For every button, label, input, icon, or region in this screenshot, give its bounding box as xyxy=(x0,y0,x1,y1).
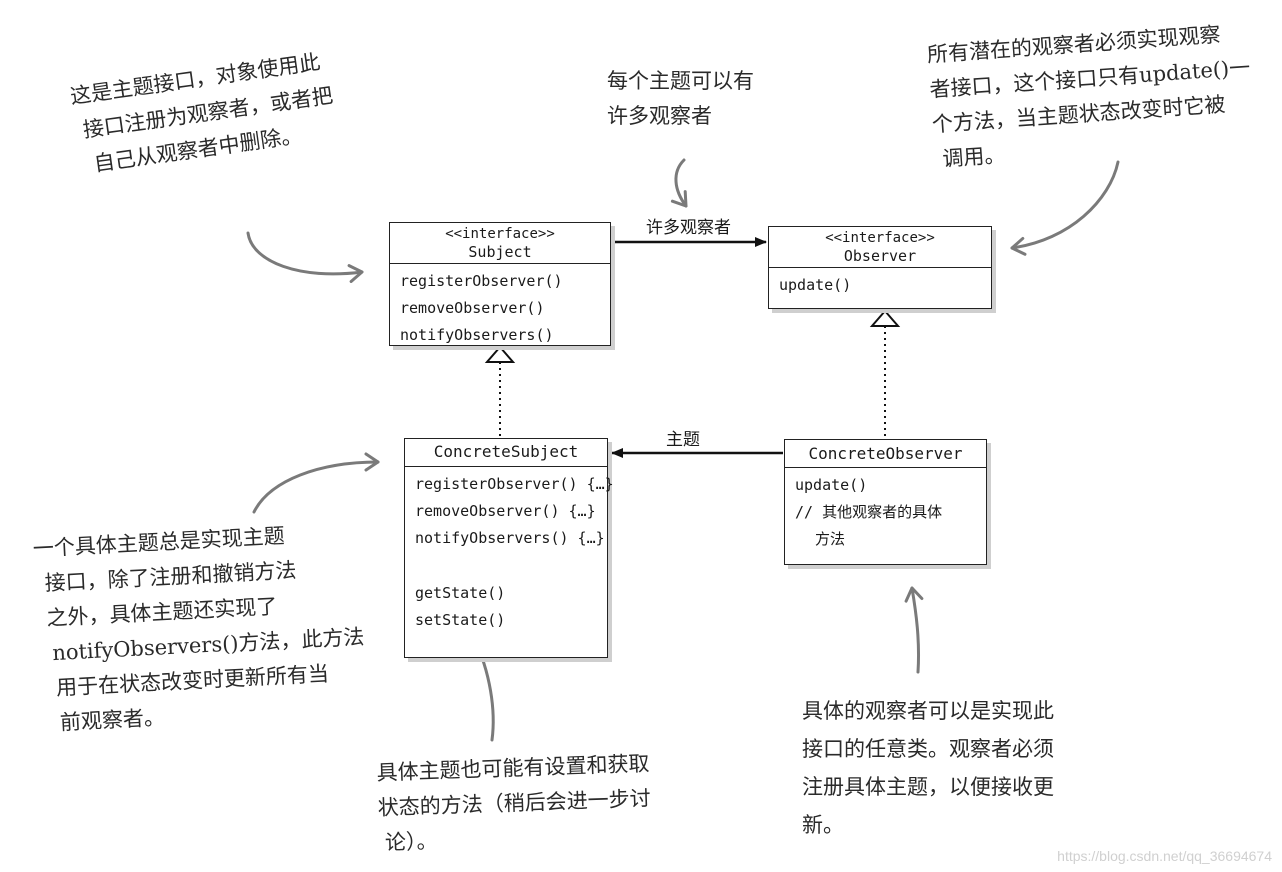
note-line: 许多观察者 xyxy=(607,104,712,128)
note-many-observers: 每个主题可以有 许多观察者 xyxy=(607,64,754,134)
concrete-observer-methods: update() // 其他观察者的具体 方法 xyxy=(785,468,986,557)
concrete-subject-method: notifyObservers() {…} xyxy=(415,529,605,547)
label-subject: 主题 xyxy=(666,430,700,450)
concrete-subject-method: registerObserver() {…} xyxy=(415,475,614,493)
subject-method: registerObserver() xyxy=(400,272,563,290)
pointer-arrow-many-note xyxy=(670,158,688,208)
note-line: 新。 xyxy=(802,813,844,837)
concrete-observer-class-name: ConcreteObserver xyxy=(808,444,963,463)
concrete-observer-comment: // 其他观察者的具体 xyxy=(795,503,943,521)
subject-header: <<interface>> Subject xyxy=(390,223,610,264)
observer-stereotype: <<interface>> xyxy=(825,230,935,246)
label-many-observers: 许多观察者 xyxy=(646,218,731,238)
realization-triangle-observer xyxy=(869,309,901,327)
note-line: 接口的任意类。观察者必须 xyxy=(802,737,1054,761)
note-line: 注册具体主题，以便接收更 xyxy=(802,775,1054,799)
subject-method: removeObserver() xyxy=(400,299,545,317)
note-line: 每个主题可以有 xyxy=(607,69,754,93)
pointer-arrow-concrete-subject-note xyxy=(252,452,380,514)
method-gap xyxy=(415,552,597,580)
realization-triangle-subject xyxy=(484,345,516,363)
concrete-subject-methods: registerObserver() {…} removeObserver() … xyxy=(405,467,614,638)
subject-class-name: Subject xyxy=(468,243,532,261)
note-concrete-observer: 具体的观察者可以是实现此 接口的任意类。观察者必须 注册具体主题，以便接收更 新… xyxy=(802,692,1054,844)
watermark: https://blog.csdn.net/qq_36694674 xyxy=(1057,848,1272,864)
observer-method: update() xyxy=(779,276,852,294)
observer-header: <<interface>> Observer xyxy=(769,227,991,268)
concrete-subject-class-name: ConcreteSubject xyxy=(433,442,579,461)
concrete-subject-method: setState() xyxy=(415,611,506,629)
pointer-arrow-concrete-observer-note xyxy=(904,586,924,674)
note-state-methods: 具体主题也可能有设置和获取 状态的方法（稍后会进一步讨 论）。 xyxy=(376,746,652,860)
concrete-observer-box: ConcreteObserver update() // 其他观察者的具体 方法 xyxy=(784,439,987,565)
concrete-observer-method: update() xyxy=(795,476,868,494)
subject-method: notifyObservers() xyxy=(400,326,554,344)
subject-interface-box: <<interface>> Subject registerObserver()… xyxy=(389,222,611,346)
concrete-subject-header: ConcreteSubject xyxy=(405,439,607,467)
note-observer-interface: 所有潜在的观察者必须实现观察 者接口，这个接口只有update()一 个方法，当… xyxy=(926,16,1256,178)
pointer-arrow-subject-note xyxy=(246,231,364,283)
subject-methods: registerObserver() removeObserver() noti… xyxy=(390,264,610,353)
concrete-observer-header: ConcreteObserver xyxy=(785,440,986,468)
concrete-subject-method: removeObserver() {…} xyxy=(415,502,596,520)
note-concrete-subject: 一个具体主题总是实现主题 接口，除了注册和撤销方法 之外，具体主题还实现了 no… xyxy=(32,515,369,742)
observer-methods: update() xyxy=(769,268,991,303)
note-line: 具体的观察者可以是实现此 xyxy=(802,699,1054,723)
concrete-subject-box: ConcreteSubject registerObserver() {…} r… xyxy=(404,438,614,658)
concrete-observer-comment: 方法 xyxy=(815,530,846,548)
concrete-subject-method: getState() xyxy=(415,584,506,602)
pointer-arrow-observer-note xyxy=(1010,160,1120,256)
observer-interface-box: <<interface>> Observer update() xyxy=(768,226,992,309)
subject-stereotype: <<interface>> xyxy=(445,226,555,242)
observer-class-name: Observer xyxy=(843,247,917,265)
